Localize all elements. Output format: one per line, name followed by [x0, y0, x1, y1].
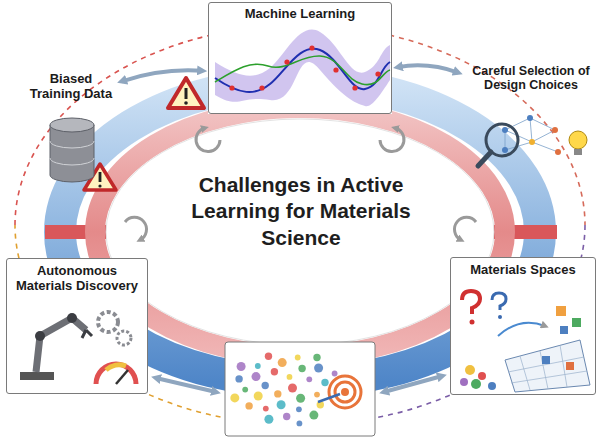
- material-bubble: [309, 411, 318, 420]
- material-bubble: [254, 392, 263, 401]
- material-bubble: [314, 364, 323, 373]
- discovery-box: Autonomous Materials Discovery: [6, 258, 148, 394]
- materials-box: [225, 342, 375, 436]
- material-bubble: [277, 400, 286, 409]
- material-bubble: [255, 363, 261, 369]
- ml-box: Machine Learning: [208, 2, 392, 114]
- panel: [6, 258, 148, 394]
- material-bubble: [237, 362, 246, 371]
- target-icon: [318, 376, 361, 408]
- inner-circle: [106, 119, 494, 345]
- material-bubble: [242, 387, 248, 393]
- material-bubble: [297, 421, 303, 427]
- material-bubble: [314, 392, 320, 398]
- material-bubble: [332, 371, 338, 377]
- material-bubble: [264, 415, 273, 424]
- red-ring: [95, 108, 505, 356]
- materials-space-icon: [460, 291, 590, 392]
- node-label: Biased Training Data: [28, 72, 114, 102]
- material-bubble: [321, 379, 328, 386]
- material-bubble: [263, 406, 269, 412]
- material-bubble: [313, 354, 320, 361]
- material-bubble: [278, 358, 287, 367]
- material-bubble: [296, 406, 302, 412]
- node-label: Materials Spaces: [456, 263, 590, 278]
- double-arrow: [156, 376, 442, 392]
- material-bubble: [262, 382, 269, 389]
- material-bubble: [230, 393, 239, 402]
- material-bubble: [296, 394, 305, 403]
- material-bubble: [252, 372, 261, 381]
- design-icon: [478, 115, 587, 166]
- material-bubble: [245, 402, 252, 409]
- material-bubble: [287, 374, 293, 380]
- robot-arm: [20, 312, 136, 384]
- bias-label: Biased Training Data: [26, 70, 116, 106]
- gp-plot: [215, 30, 390, 107]
- material-bubble: [265, 353, 272, 360]
- diagram-title: Challenges in Active Learning for Materi…: [170, 172, 432, 251]
- spaces-box: Materials Spaces: [450, 257, 596, 395]
- warning-icon: [168, 78, 204, 108]
- node-label: Autonomous Materials Discovery: [12, 264, 142, 294]
- node-label: Careful Selection of Design Choices: [466, 64, 596, 93]
- material-bubble: [306, 376, 312, 382]
- material-bubble: [235, 375, 242, 382]
- material-bubble: [295, 355, 301, 361]
- panel: [208, 2, 392, 114]
- connector-arrow: [398, 65, 458, 72]
- material-bubble: [298, 365, 305, 372]
- design-label: Careful Selection of Design Choices: [464, 62, 598, 97]
- material-bubble: [274, 390, 281, 397]
- materials-cluster: [230, 353, 340, 427]
- material-bubble: [283, 413, 290, 420]
- node-label: Machine Learning: [213, 7, 387, 22]
- database-icon: [50, 118, 94, 182]
- material-bubble: [288, 384, 297, 393]
- connector-arrow: [122, 70, 202, 81]
- material-bubble: [271, 368, 278, 375]
- panel: [450, 257, 596, 395]
